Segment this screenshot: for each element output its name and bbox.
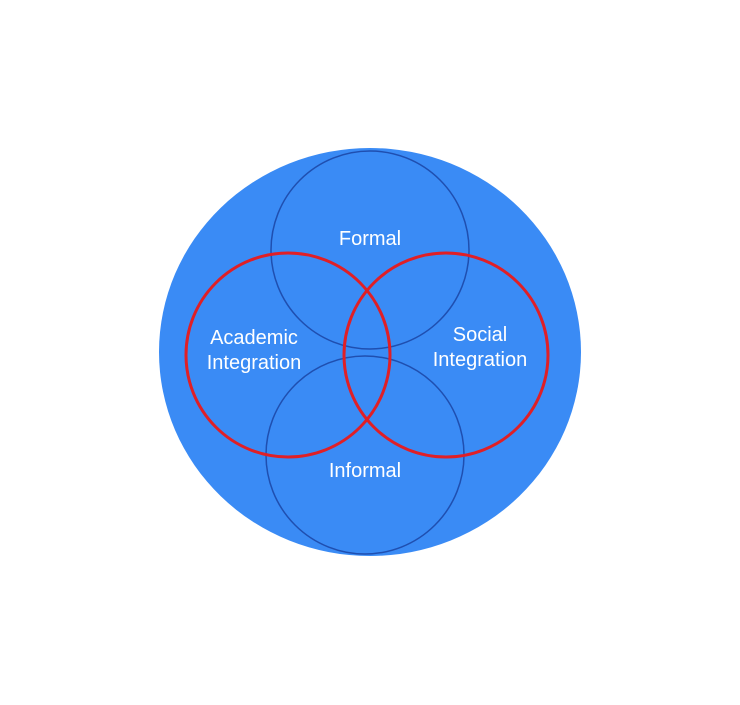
social-integration-circle bbox=[342, 251, 550, 459]
formal-label: Formal bbox=[339, 228, 401, 250]
formal-circle bbox=[270, 150, 470, 350]
academic-integration-label-line2: Integration bbox=[207, 352, 302, 374]
social-integration-label-line1: Social bbox=[453, 324, 507, 346]
social-integration-label-line2: Integration bbox=[433, 349, 528, 371]
academic-integration-circle bbox=[184, 251, 392, 459]
informal-label: Informal bbox=[329, 460, 401, 482]
academic-integration-label-line1: Academic bbox=[210, 327, 298, 349]
